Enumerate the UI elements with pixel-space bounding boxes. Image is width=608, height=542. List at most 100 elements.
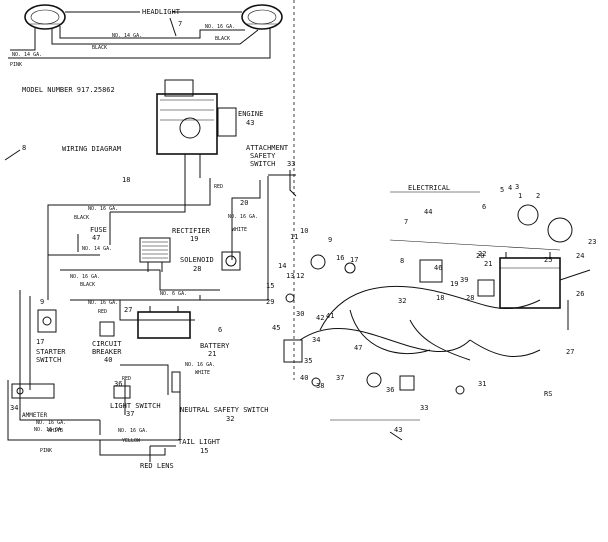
callout-e38: 38 xyxy=(316,382,324,390)
rs-label: RS xyxy=(544,390,552,398)
switch-label-attach: SWITCH xyxy=(250,160,275,168)
callout-e10: 10 xyxy=(300,227,308,235)
attachment-number: 33 xyxy=(287,160,295,168)
wire-label-no16-8: NO. 16 GA. xyxy=(118,428,148,434)
callout-e15: 15 xyxy=(266,282,274,290)
callout-e31: 31 xyxy=(478,380,486,388)
solenoid-label: SOLENOID xyxy=(180,256,214,264)
callout-e14: 14 xyxy=(278,262,286,270)
callout-e13: 13 xyxy=(286,272,294,280)
callout-e30: 30 xyxy=(296,310,304,318)
callout-e43: 43 xyxy=(394,426,402,434)
light-switch-label: LIGHT SWITCH xyxy=(110,402,161,410)
starter-switch-number: 17 xyxy=(36,338,44,346)
solenoid-drawing xyxy=(221,251,241,271)
wire-label-headlight-d: BLACK xyxy=(92,45,107,51)
wire-label-headlight-e: NO. 14 GA. xyxy=(12,52,42,58)
callout-e4: 4 xyxy=(508,184,512,192)
callout-e12: 12 xyxy=(296,272,304,280)
callout-e24: 24 xyxy=(576,252,584,260)
solenoid-number: 28 xyxy=(193,265,201,273)
callout-7-top: 7 xyxy=(178,20,182,28)
wire-label-18: 18 xyxy=(122,176,130,184)
callout-e5: 5 xyxy=(500,186,504,194)
battery-number: 21 xyxy=(208,350,216,358)
wire-label-no16-7: NO. 16 GA. xyxy=(34,427,64,433)
headlight-label: HEADLIGHT xyxy=(142,8,181,16)
circuit-breaker-drawing xyxy=(99,321,115,337)
engine-number: 43 xyxy=(246,119,254,127)
light-switch-drawing xyxy=(113,385,131,399)
wire-label-no16-6: NO. 16 GA. xyxy=(36,420,66,426)
callout-e40: 40 xyxy=(300,374,308,382)
callout-e23: 23 xyxy=(588,238,596,246)
callout-e8: 8 xyxy=(400,257,404,265)
callout-8: 8 xyxy=(22,144,26,152)
callout-e47: 47 xyxy=(354,344,362,352)
light-switch-number: 37 xyxy=(126,410,134,418)
callout-36-left: 36 xyxy=(114,380,122,388)
fuse-number: 47 xyxy=(92,234,100,242)
callout-e26: 26 xyxy=(576,290,584,298)
wiring-diagram-title: WIRING DIAGRAM xyxy=(62,145,121,153)
electrical-title: ELECTRICAL xyxy=(408,184,450,192)
callout-6-left: 6 xyxy=(218,326,222,334)
neutral-switch-number: 32 xyxy=(226,415,234,423)
red-lens-label: RED LENS xyxy=(140,462,174,470)
callout-e28: 28 xyxy=(466,294,474,302)
tail-light-label: TAIL LIGHT xyxy=(178,438,221,446)
wire-label-no14-1: NO. 14 GA. xyxy=(82,246,112,252)
callout-e39: 39 xyxy=(460,276,468,284)
wire-label-white-2: WHITE xyxy=(195,370,210,376)
wire-label-headlight-a: NO. 16 GA. xyxy=(205,24,235,30)
wire-label-white-1: WHITE xyxy=(232,227,247,233)
callout-e3: 3 xyxy=(515,183,519,191)
wire-label-red-2: RED xyxy=(98,309,107,315)
breaker-label: BREAKER xyxy=(92,348,122,356)
left-harness xyxy=(7,176,269,456)
wire-label-no16-3: NO. 16 GA. xyxy=(70,274,100,280)
battery-drawing-right xyxy=(499,252,561,309)
callout-e6: 6 xyxy=(482,203,486,211)
callout-e45: 45 xyxy=(272,324,280,332)
wire-label-white-3: WHITE xyxy=(48,428,63,434)
callout-e16: 16 xyxy=(336,254,344,262)
callout-e17: 17 xyxy=(350,256,358,264)
wire-label-black-1: BLACK xyxy=(74,215,89,221)
callout-e19: 19 xyxy=(450,280,458,288)
wire-label-no16-1: NO. 16 GA. xyxy=(228,214,258,220)
callout-9-left: 9 xyxy=(40,298,44,306)
starter-switch-label: SWITCH xyxy=(36,356,61,364)
callout-27-left: 27 xyxy=(124,306,132,314)
ammeter-label: AMMETER xyxy=(22,412,48,419)
battery-drawing-left xyxy=(137,306,191,339)
callout-e29: 29 xyxy=(266,298,274,306)
wire-label-headlight-f: PINK xyxy=(10,62,22,68)
ammeter-number: 34 xyxy=(10,404,18,412)
neutral-switch-drawing xyxy=(171,371,181,393)
callout-e20: 20 xyxy=(476,252,484,260)
wire-label-black-2: BLACK xyxy=(80,282,95,288)
breaker-number: 40 xyxy=(104,356,112,364)
starter-label: STARTER xyxy=(36,348,66,356)
wire-label-headlight-c: NO. 14 GA. xyxy=(112,33,142,39)
callout-e18: 18 xyxy=(436,294,444,302)
callout-e2: 2 xyxy=(536,192,540,200)
ammeter-drawing xyxy=(11,383,55,399)
right-harness xyxy=(299,239,591,441)
wire-label-no6-1: NO. 6 GA. xyxy=(160,291,187,297)
tail-light-drawing xyxy=(149,445,176,462)
callout-e22: 22 xyxy=(478,250,486,258)
tail-light-number: 15 xyxy=(200,447,208,455)
callout-e37: 37 xyxy=(336,374,344,382)
gauges xyxy=(310,204,573,388)
callout-e9: 9 xyxy=(328,236,332,244)
model-number: MODEL NUMBER 917.25862 xyxy=(22,86,115,94)
callout-e21: 21 xyxy=(484,260,492,268)
callout-e44: 44 xyxy=(424,208,432,216)
wire-label-red-3: RED xyxy=(122,376,131,382)
callout-e35: 35 xyxy=(304,357,312,365)
callout-e7: 7 xyxy=(404,218,408,226)
